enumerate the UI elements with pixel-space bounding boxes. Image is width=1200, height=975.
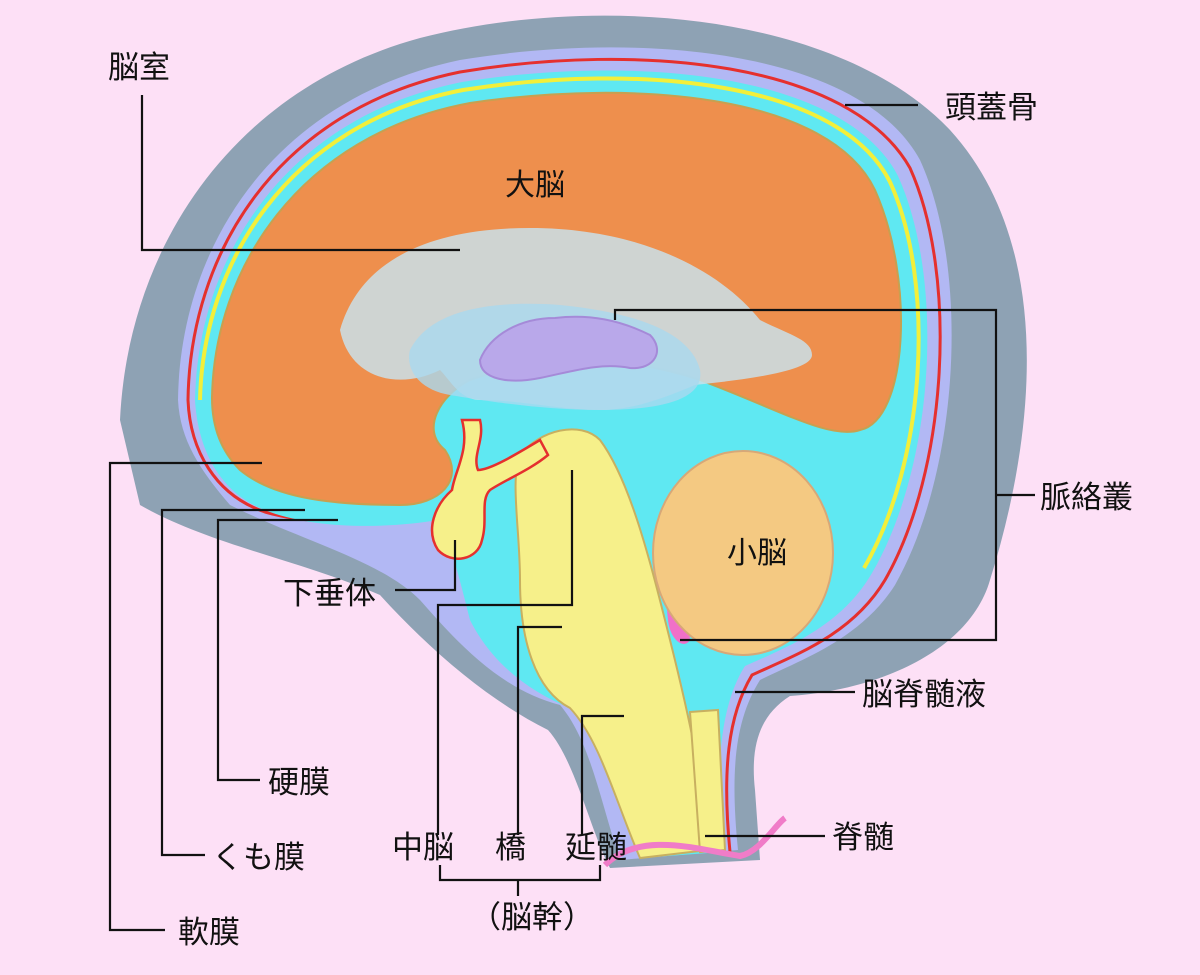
label-pons: 橋 <box>495 830 526 866</box>
label-brainstem: （脳幹） <box>470 900 594 936</box>
leader-dura <box>216 518 338 782</box>
label-cerebellum: 小脳 <box>727 536 787 571</box>
cut-edge <box>602 815 787 868</box>
label-choroid-plexus: 脈絡叢 <box>1040 480 1133 516</box>
leader-pituitary <box>395 540 457 592</box>
leader-ventricle <box>140 95 460 252</box>
spinal-cord-shape <box>688 708 727 854</box>
label-csf: 脳脊髄液 <box>862 677 986 713</box>
label-cerebrum: 大脳 <box>505 168 565 203</box>
cerebellum-shape <box>652 450 834 656</box>
leader-pons <box>516 625 562 835</box>
label-pituitary: 下垂体 <box>283 576 376 612</box>
label-ventricle: 脳室 <box>108 50 170 86</box>
label-medulla: 延髄 <box>565 830 627 866</box>
leader-pia <box>108 461 262 932</box>
label-skull: 頭蓋骨 <box>945 90 1038 126</box>
label-spinal-cord: 脊髄 <box>832 820 894 856</box>
leader-arachnoid <box>160 508 305 857</box>
dura-mater-line <box>186 57 942 853</box>
choroid-plexus-shape <box>478 315 659 382</box>
pituitary-gland-shape <box>430 418 550 560</box>
arachnoid-line <box>198 76 921 570</box>
label-pia-mater: 軟膜 <box>178 915 240 951</box>
leader-choroid <box>613 308 998 642</box>
label-midbrain: 中脳 <box>392 830 454 866</box>
leader-lines <box>108 95 1035 932</box>
label-dura-mater: 硬膜 <box>268 765 330 801</box>
label-arachnoid: くも膜 <box>212 840 305 876</box>
leader-medulla <box>580 714 624 835</box>
leader-midbrain <box>436 470 574 835</box>
leader-brainstem-bracket <box>438 865 602 896</box>
